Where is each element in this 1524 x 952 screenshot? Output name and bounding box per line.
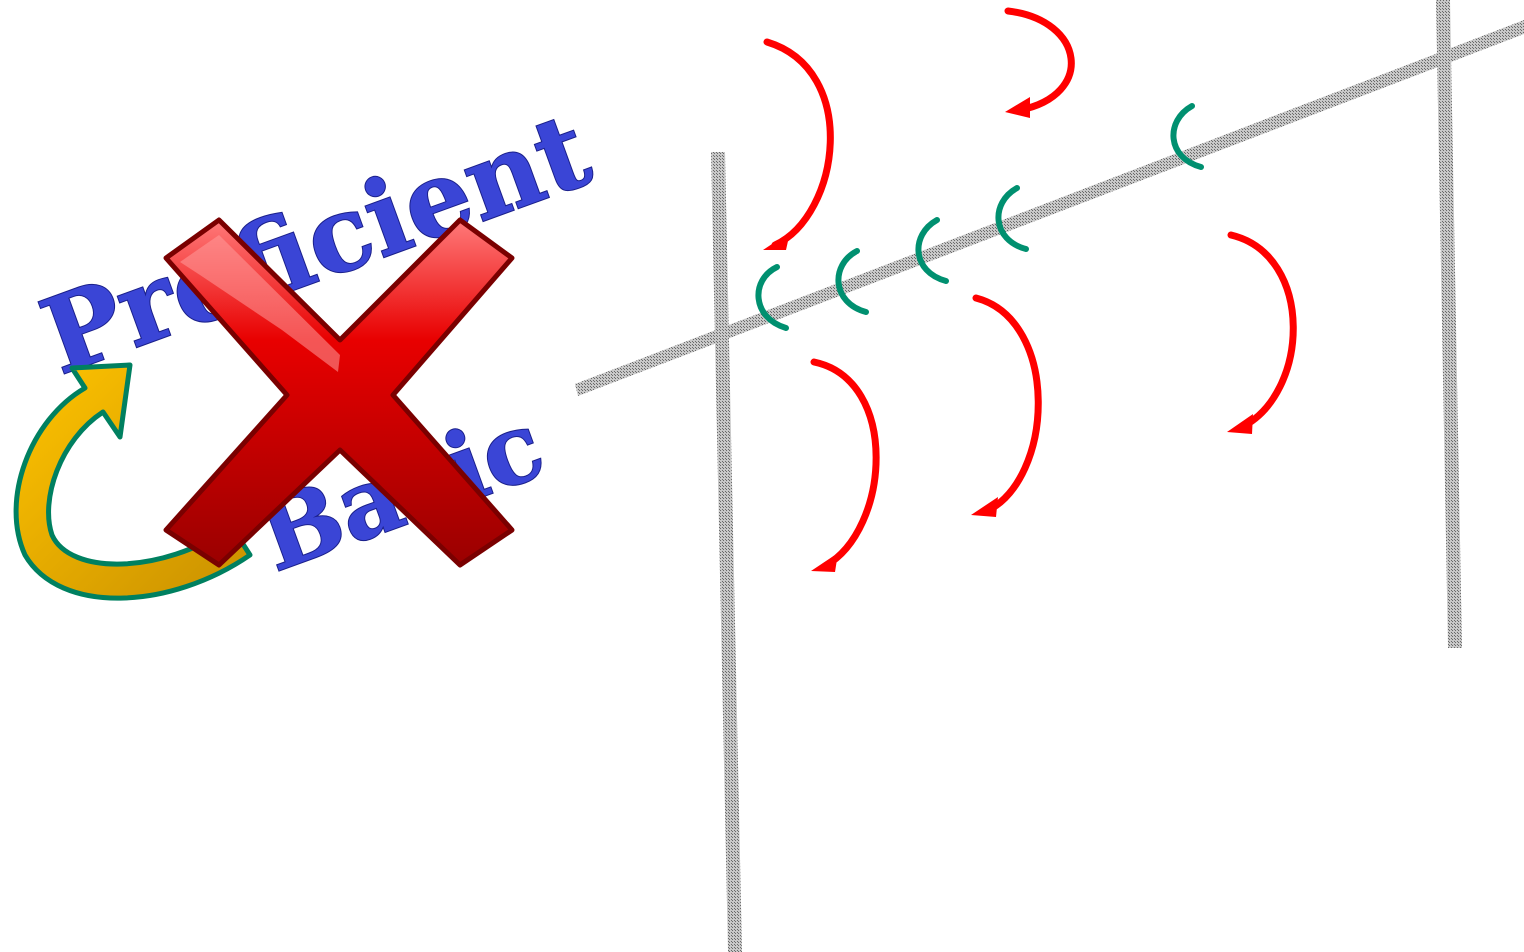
clockwise-arc-arrow-icon: [1004, 7, 1075, 118]
axis-lines: [575, 0, 1524, 952]
clockwise-arc-arrow-icon: [1227, 231, 1297, 434]
red-x-icon: [163, 217, 515, 568]
vertical-line-left: [711, 152, 742, 952]
clockwise-arc-arrow-icon: [763, 38, 834, 250]
red-arc-arrows: [763, 7, 1297, 572]
diagonal-line: [575, 20, 1524, 396]
curved-up-arrow-icon: [13, 362, 253, 601]
small-arc-hook-icon: [755, 264, 789, 331]
clockwise-arc-arrow-icon: [810, 358, 880, 572]
clockwise-arc-arrow-icon: [971, 294, 1042, 517]
small-arc-hook-icon: [915, 217, 949, 284]
small-arc-hook-icon: [1170, 103, 1204, 170]
green-arc-hooks: [755, 103, 1204, 331]
small-arc-hook-icon: [835, 248, 869, 315]
vertical-line-right: [1436, 0, 1462, 648]
small-arc-hook-icon: [995, 185, 1029, 252]
